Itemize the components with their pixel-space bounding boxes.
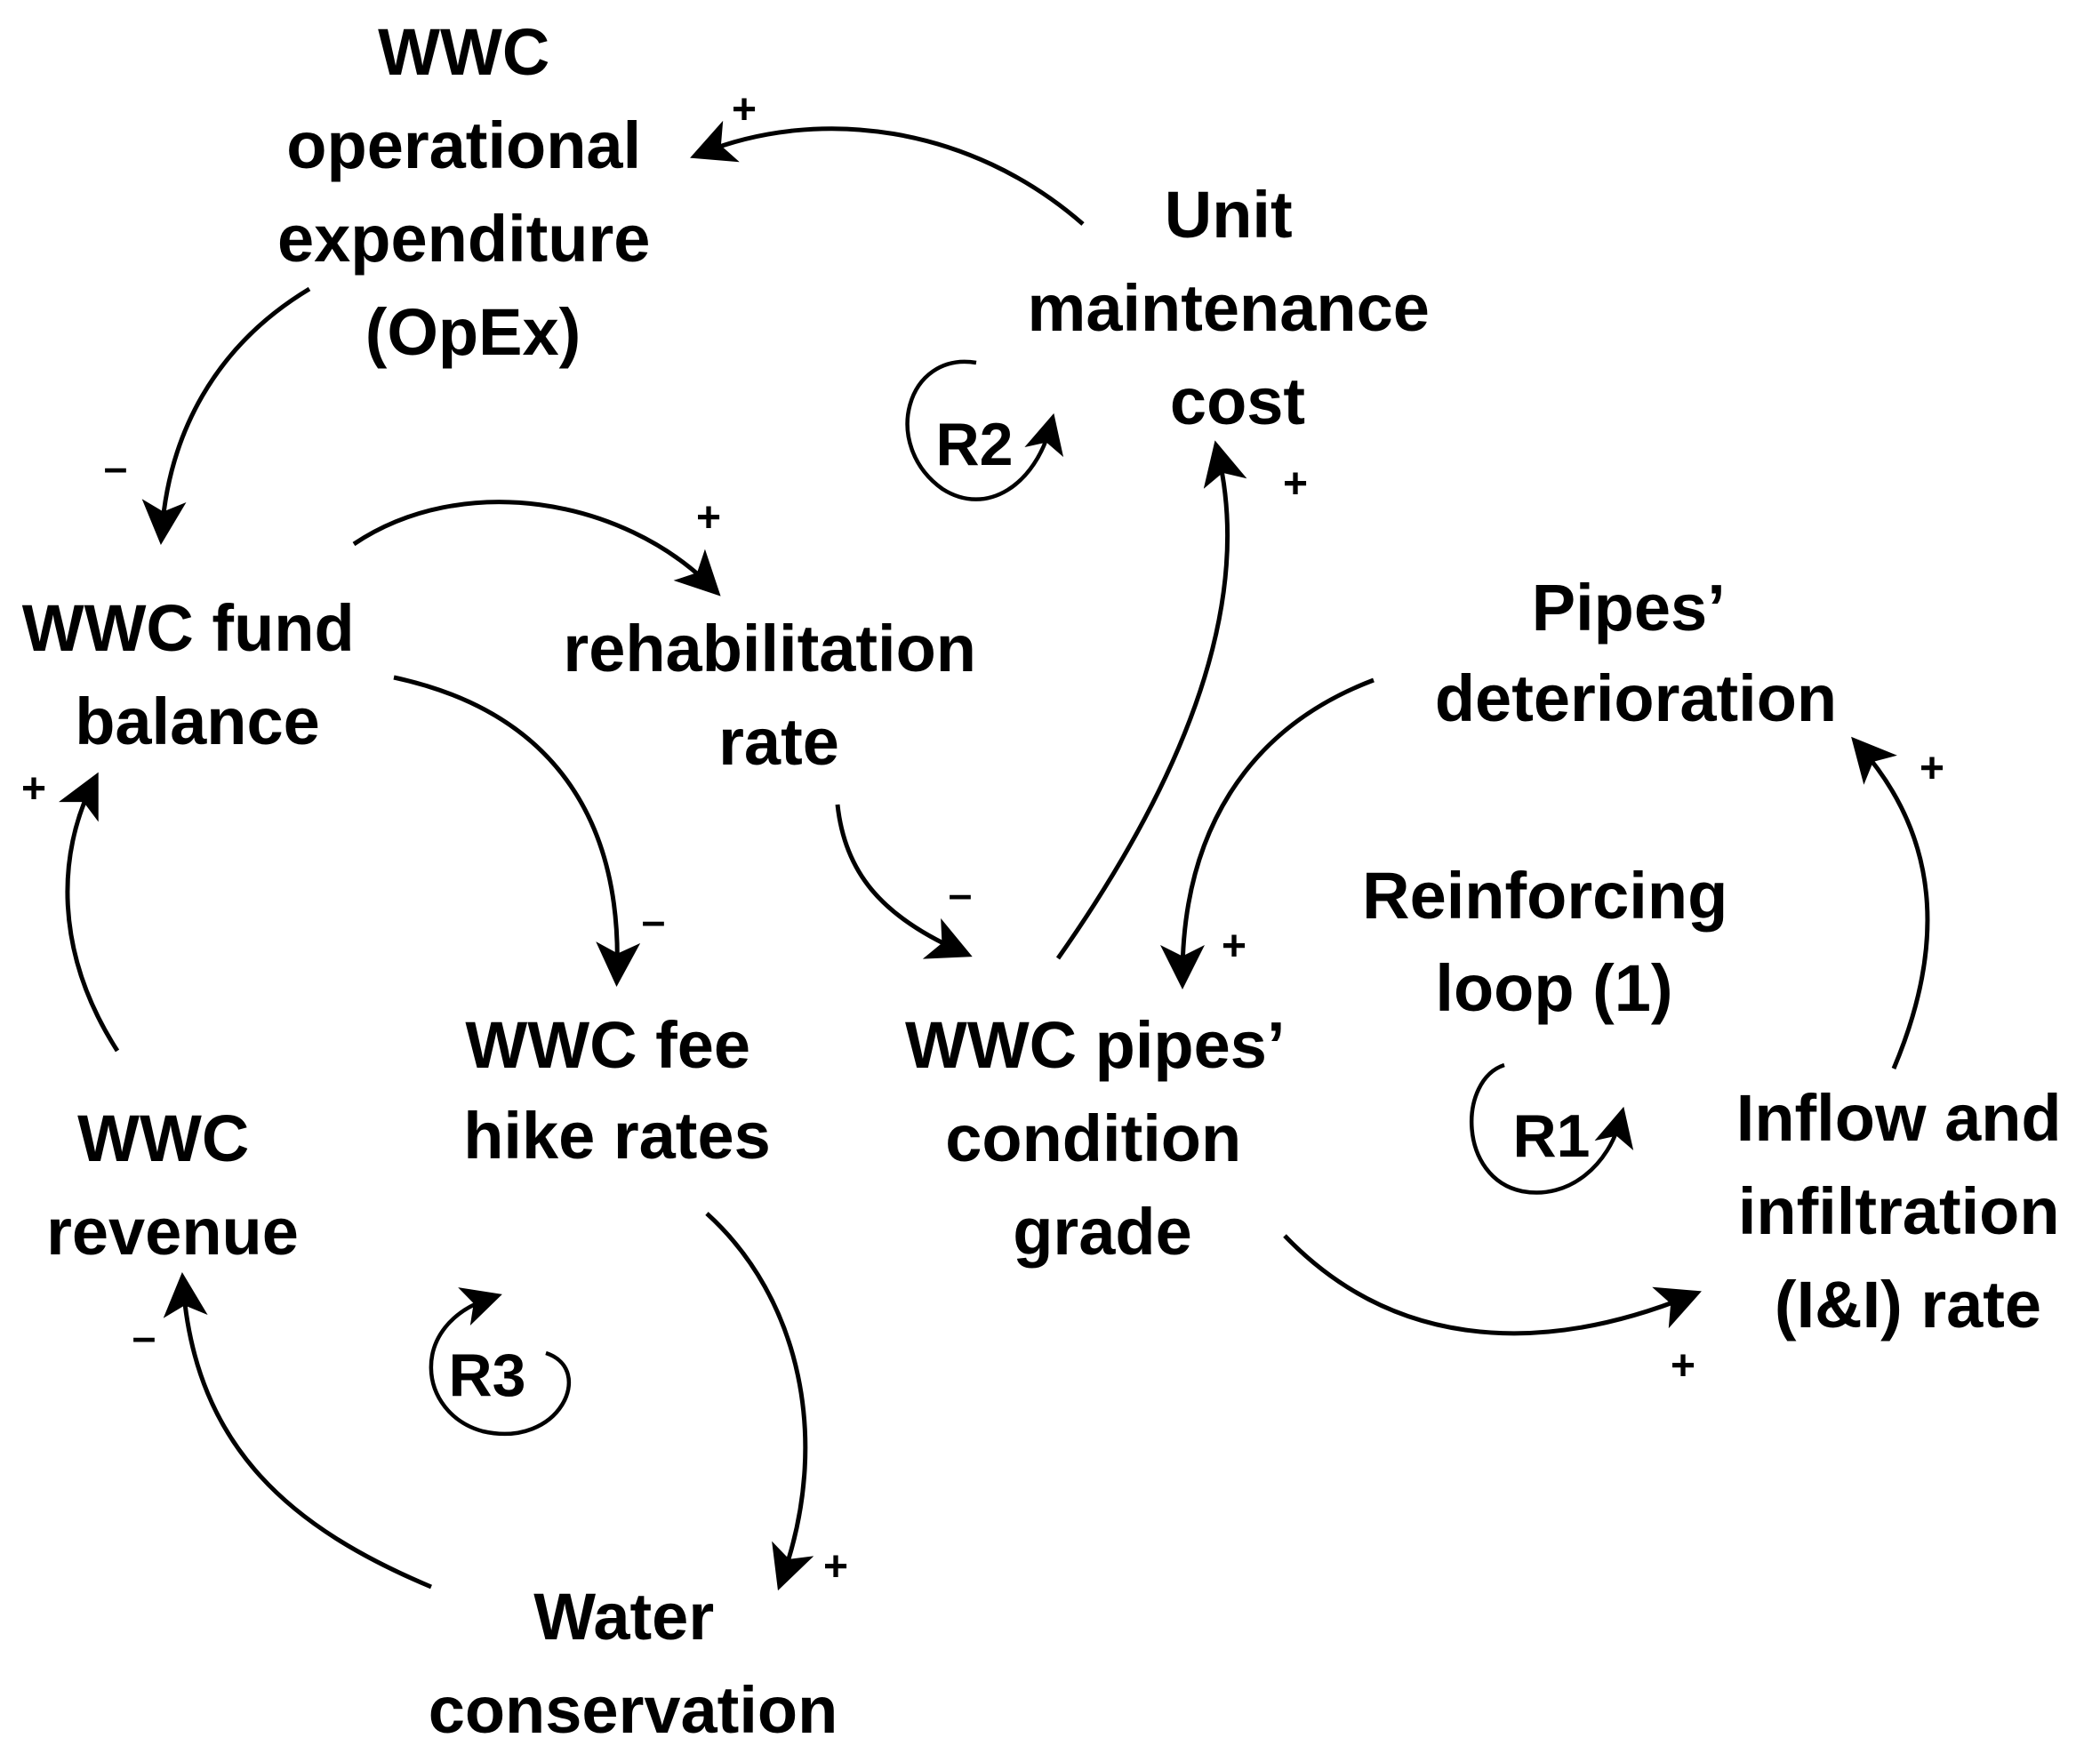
polarity-rehab-rate-to-pipes-condition: – (949, 871, 973, 918)
polarity-unit-cost-to-opex: + (732, 86, 757, 133)
loop-r1: R1 (1470, 1062, 1634, 1195)
polarity-pipes-condition-to-unit-cost: + (1283, 461, 1308, 508)
loop-r2-arrow-icon (905, 359, 1064, 501)
node-pipes-deterioration: Pipes’ deterioration (1435, 571, 1837, 735)
node-fund-balance: WWC fund balance (22, 591, 373, 758)
link-unit-cost-to-opex (690, 120, 1085, 226)
link-opex-to-fund-balance (141, 286, 311, 545)
link-pipes-condition-to-inflow (1283, 1234, 1702, 1336)
node-unit-maintenance-cost: Unit maintenance cost (1028, 178, 1448, 438)
link-inflow-to-deterioration (1851, 736, 1930, 1069)
link-fee-hike-to-water-conservation (705, 1212, 814, 1591)
link-deterioration-to-pipes-condition (1160, 677, 1375, 989)
polarity-pipes-condition-to-inflow: + (1671, 1342, 1695, 1390)
node-pipes-condition-grade: WWC pipes’ condition grade (905, 1008, 1300, 1269)
polarity-fee-hike-to-water-conservation: + (823, 1543, 848, 1590)
loop-r3: R3 (429, 1287, 572, 1436)
node-reinforcing-loop-label: Reinforcing loop (1) (1362, 859, 1746, 1025)
loop-r2: R2 (905, 359, 1064, 501)
link-rehab-rate-to-pipes-condition (835, 804, 973, 959)
loop-r3-arrow-icon (429, 1287, 572, 1436)
polarity-deterioration-to-pipes-condition: + (1222, 923, 1246, 970)
loop-r3-label: R3 (449, 1342, 526, 1409)
node-opex: WWC operational expenditure (OpEx) (277, 15, 669, 369)
node-fee-hike-rates: WWC fee hike rates (463, 1008, 771, 1173)
polarity-fund-balance-to-fee-hike: – (642, 898, 666, 945)
polarity-fund-balance-to-rehab-rate: + (696, 494, 721, 541)
loop-r1-label: R1 (1513, 1102, 1591, 1170)
polarity-water-conservation-to-revenue: – (132, 1314, 156, 1361)
link-revenue-to-fund-balance (58, 772, 120, 1053)
polarity-revenue-to-fund-balance: + (21, 765, 46, 813)
node-inflow-infiltration: Inflow and infiltration (I&I) rate (1736, 1081, 2080, 1342)
polarity-inflow-to-deterioration: + (1920, 745, 1944, 792)
link-fund-balance-to-rehab-rate (352, 500, 721, 597)
link-pipes-condition-to-unit-cost (1055, 440, 1247, 960)
node-revenue: WWC revenue (46, 1101, 299, 1269)
node-rehabilitation-rate: rehabilitation rate (563, 612, 994, 779)
polarity-opex-to-fund-balance: – (104, 445, 128, 492)
link-water-conservation-to-revenue (163, 1272, 432, 1590)
node-water-conservation: Water conservation (429, 1580, 838, 1747)
loop-r1-arrow-icon (1470, 1062, 1634, 1195)
loop-r2-label: R2 (936, 411, 1014, 478)
link-fund-balance-to-fee-hike (393, 675, 641, 987)
